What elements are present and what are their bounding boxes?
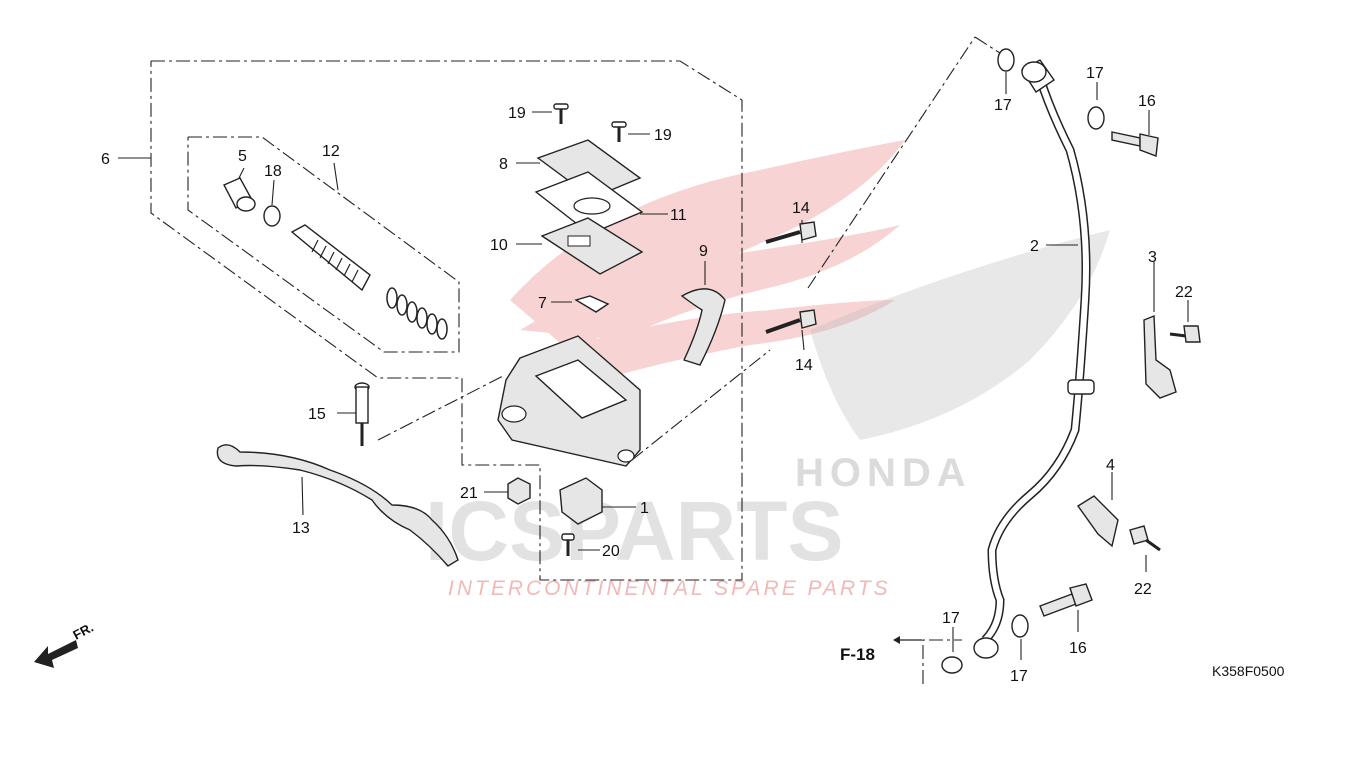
callout-4: 4 <box>1106 457 1115 474</box>
callout-5: 5 <box>238 148 247 165</box>
diagram-code: K358F0500 <box>1212 663 1285 679</box>
reservoir-screw-1 <box>553 103 569 124</box>
hose-eye-bottom <box>973 637 999 659</box>
group-boundary-master-cylinder <box>150 60 743 581</box>
oil-bolt-bottom <box>1039 583 1093 617</box>
callout-1: 1 <box>640 500 649 517</box>
piston-boot <box>223 177 256 212</box>
clamp-screw-lower <box>1129 525 1161 552</box>
callout-17a: 17 <box>994 97 1012 114</box>
clamp-screw-upper <box>1169 325 1201 343</box>
reservoir-plate <box>534 171 644 235</box>
hose-grommet <box>1067 379 1095 395</box>
watermark-subtitle: INTERCONTINENTAL SPARE PARTS <box>448 577 891 600</box>
holder-bolt-upper <box>765 221 817 244</box>
callout-14a: 14 <box>792 200 810 217</box>
hose-eye-top <box>1021 61 1047 83</box>
callout-18: 18 <box>264 163 282 180</box>
callout-7: 7 <box>538 295 547 312</box>
hose-clamp-3 <box>1143 314 1177 399</box>
front-brake-lever <box>216 444 459 567</box>
callout-8: 8 <box>499 156 508 173</box>
reference-label-f18: F-18 <box>840 645 875 664</box>
sealing-washer-1 <box>997 48 1015 72</box>
sealing-washer-2 <box>1087 106 1105 130</box>
callout-6: 6 <box>101 151 110 168</box>
callout-16a: 16 <box>1138 93 1156 110</box>
diaphragm <box>540 217 644 275</box>
callout-17c: 17 <box>942 610 960 627</box>
callout-14b: 14 <box>795 357 813 374</box>
callout-2: 2 <box>1030 238 1039 255</box>
float <box>574 295 610 313</box>
sealing-washer-4 <box>1011 614 1029 638</box>
front-direction-label: FR. <box>70 620 96 643</box>
callout-12: 12 <box>322 143 340 160</box>
callout-21: 21 <box>460 485 478 502</box>
callout-10: 10 <box>490 237 508 254</box>
leader-lines <box>118 72 1189 660</box>
lever-pivot-nut <box>507 477 531 505</box>
hose-clamp-4 <box>1076 495 1119 548</box>
front-direction-arrow-icon <box>34 640 78 668</box>
watermark-main: ICSPARTS <box>425 484 843 578</box>
callout-20: 20 <box>602 543 620 560</box>
callout-15: 15 <box>308 406 326 423</box>
master-cylinder-holder <box>680 288 726 366</box>
callout-17b: 17 <box>1086 65 1104 82</box>
front-stop-switch <box>559 477 603 525</box>
group-boundary-piston-kit <box>187 136 460 353</box>
switch-screw <box>561 533 575 556</box>
oil-bolt-top <box>1111 131 1159 157</box>
leader-hose-left-top <box>974 36 1004 56</box>
callout-11: 11 <box>670 207 687 224</box>
callout-17d: 17 <box>1010 668 1028 685</box>
leader-brake-hose-top <box>807 36 976 289</box>
leader-lever-pivot <box>377 374 506 441</box>
callout-9: 9 <box>699 243 708 260</box>
holder-bolt-lower <box>765 309 817 334</box>
callout-3: 3 <box>1148 249 1157 266</box>
watermark-brand: HONDA <box>795 451 972 495</box>
piston-set <box>290 224 448 340</box>
leader-f18 <box>922 639 962 684</box>
leader-brake-hose-mid <box>631 349 771 461</box>
callout-16b: 16 <box>1069 640 1087 657</box>
callout-13: 13 <box>292 520 310 537</box>
f18-arrow-icon <box>893 636 922 644</box>
callout-19a: 19 <box>508 105 526 122</box>
lever-pivot-bolt <box>354 382 370 446</box>
reservoir-screw-2 <box>611 121 627 142</box>
callout-19b: 19 <box>654 127 672 144</box>
callout-22b: 22 <box>1134 581 1152 598</box>
circlip <box>263 205 281 227</box>
honda-dotted-watermark <box>810 230 1110 440</box>
sealing-washer-3 <box>941 656 963 674</box>
callout-22a: 22 <box>1175 284 1193 301</box>
